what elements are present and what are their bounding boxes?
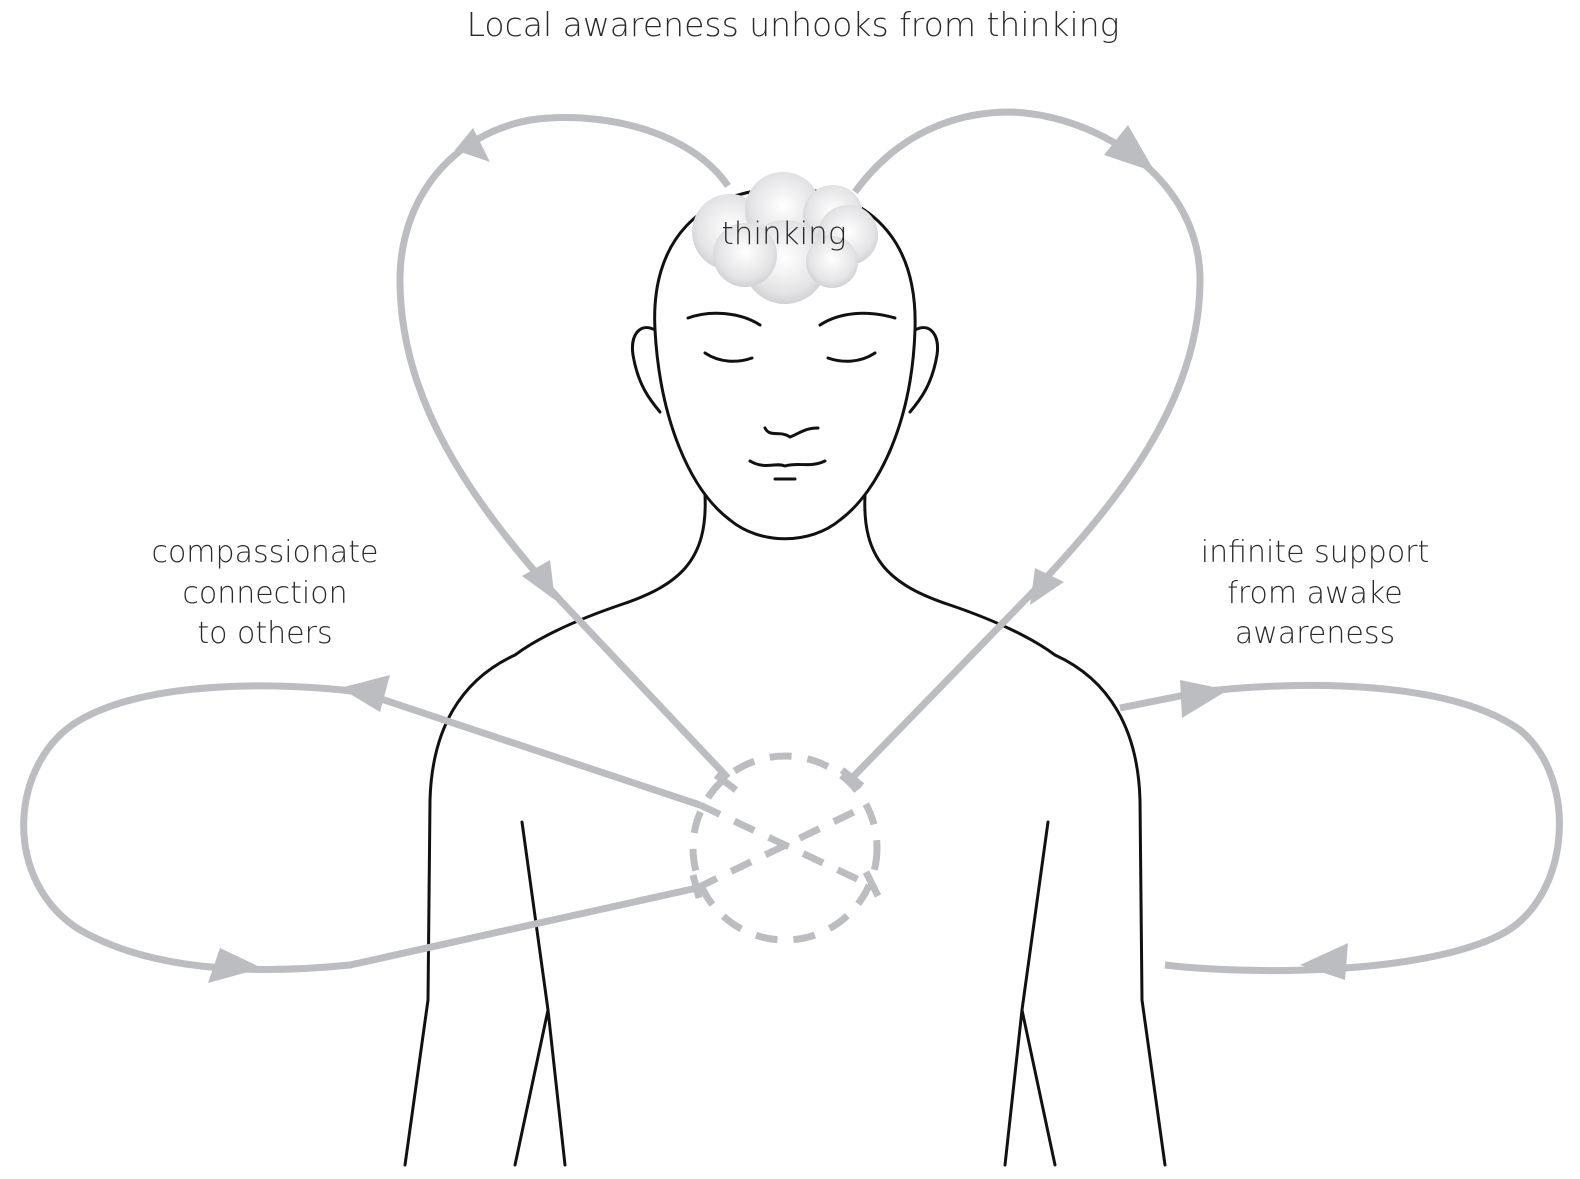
left-side-loop <box>20 682 702 973</box>
end-tick-a <box>862 870 882 898</box>
right-label-line: from awake <box>1227 576 1402 611</box>
left-label: compassionate connection to others <box>151 535 378 651</box>
nose <box>763 426 820 439</box>
right-side-loop <box>1119 681 1563 975</box>
left-arm-line <box>513 820 567 1167</box>
left-label-line: compassionate <box>151 535 378 570</box>
left-label-line: connection <box>182 576 347 611</box>
crossing-line-a <box>698 801 874 890</box>
awareness-flows <box>20 108 1563 983</box>
right-label-line: awareness <box>1235 616 1395 651</box>
arrow-icon <box>1180 680 1228 718</box>
right-arm-line <box>1003 820 1057 1167</box>
right-shoulder <box>863 493 1167 1167</box>
cloud-label: thinking <box>722 216 847 252</box>
left-eyebrow <box>686 311 762 327</box>
mouth <box>748 459 827 468</box>
arrow-icon <box>1030 568 1064 605</box>
end-tick-c <box>839 767 865 789</box>
human-figure <box>403 186 1167 1167</box>
arrow-icon <box>1104 125 1155 172</box>
arrow-icon <box>455 128 490 162</box>
arrow-icon <box>340 675 390 712</box>
right-eye <box>826 351 877 363</box>
left-eye <box>703 351 754 363</box>
diagram-title: Local awareness unhooks from thinking <box>467 5 1120 44</box>
right-label-line: infinite support <box>1201 535 1430 570</box>
arrow-icon <box>522 560 555 600</box>
arrow-icon <box>208 948 262 983</box>
head-outline <box>653 186 917 541</box>
crossing-line-b <box>695 804 864 892</box>
right-label: infinite support from awake awareness <box>1201 535 1430 651</box>
left-label-line: to others <box>197 616 332 651</box>
right-ear <box>908 326 940 414</box>
left-shoulder <box>403 493 707 1167</box>
left-ear <box>630 326 662 414</box>
end-tick-b <box>713 772 739 793</box>
heart-center-circle <box>689 752 881 944</box>
arrow-icon <box>1300 943 1348 980</box>
right-eyebrow <box>818 311 897 327</box>
end-tick-d <box>689 874 703 899</box>
right-upper-loop <box>849 108 1204 781</box>
thinking-cloud: thinking <box>692 172 878 304</box>
left-upper-loop <box>396 114 731 781</box>
